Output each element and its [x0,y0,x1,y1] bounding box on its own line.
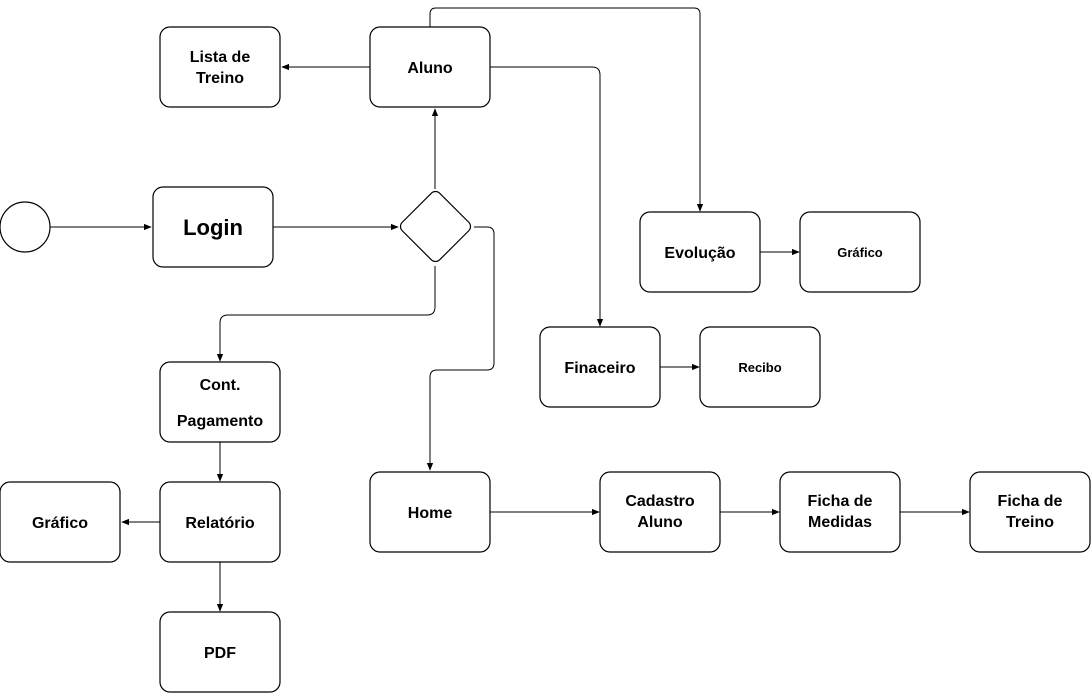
node-ficha-medidas-label-line2: Medidas [808,514,872,531]
edge-aluno-financeiro [490,66,604,327]
node-relatorio: Relatório [159,481,281,563]
node-cont-pagamento-label-line2: Pagamento [177,413,263,430]
edge-decision-cont-pagamento [216,266,436,362]
node-evolucao: Evolução [639,211,761,293]
node-cont-pagamento: Cont. Pagamento [159,361,281,443]
node-grafico-evolucao-label: Gráfico [837,245,883,260]
node-grafico-evolucao: Gráfico [799,211,921,293]
node-recibo: Recibo [699,326,821,408]
node-ficha-treino-label-line2: Treino [1006,514,1054,531]
node-login: Login [152,186,274,268]
node-recibo-label: Recibo [738,360,781,375]
node-lista-treino: Lista de Treino [159,26,281,108]
edge-decision-home [426,226,495,471]
node-financeiro-label: Finaceiro [564,360,635,377]
node-home: Home [369,471,491,553]
node-login-label: Login [183,215,243,240]
node-aluno: Aluno [369,26,491,108]
node-cadastro-aluno-label-line1: Cadastro [625,493,695,510]
node-cadastro-aluno: Cadastro Aluno [599,471,721,553]
node-home-label: Home [408,505,453,522]
node-cont-pagamento-label-line1: Cont. [200,377,241,394]
node-ficha-treino: Ficha de Treino [969,471,1091,553]
start-node [0,201,51,253]
edges [50,7,970,612]
node-cadastro-aluno-label-line2: Aluno [637,514,683,531]
node-pdf-label: PDF [204,645,236,662]
node-evolucao-label: Evolução [664,245,735,262]
node-ficha-medidas: Ficha de Medidas [779,471,901,553]
node-aluno-label: Aluno [407,60,453,77]
node-grafico-relatorio: Gráfico [0,481,121,563]
node-lista-treino-label-line2: Treino [196,70,244,87]
node-grafico-relatorio-label: Gráfico [32,515,88,532]
node-relatorio-label: Relatório [185,515,255,532]
decision-node [399,190,472,263]
node-financeiro: Finaceiro [539,326,661,408]
node-ficha-medidas-label-line1: Ficha de [808,493,873,510]
node-ficha-treino-label-line1: Ficha de [998,493,1063,510]
node-lista-treino-label-line1: Lista de [190,49,251,66]
node-pdf: PDF [159,611,281,693]
edge-aluno-evolucao [429,7,704,212]
